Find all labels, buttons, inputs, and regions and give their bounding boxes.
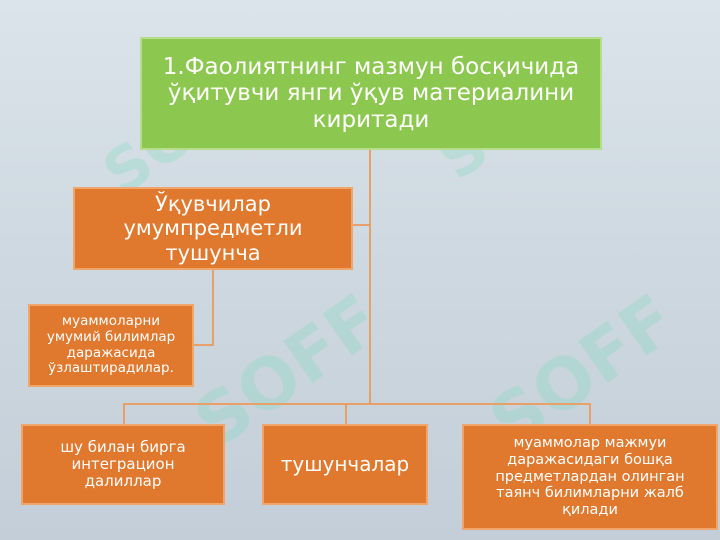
side-note-text: муаммоларни умумий билимлар даражасида ў… <box>46 313 176 377</box>
bottom-left-box: шу билан бирга интеграцион далиллар <box>21 424 225 505</box>
connector-concept-down <box>212 269 214 345</box>
connector-right-drop <box>589 403 591 424</box>
bottom-middle-text: тушунчалар <box>280 452 410 476</box>
connector-main-vertical <box>369 150 371 403</box>
connector-left-drop <box>123 403 125 424</box>
connector-middle-drop <box>345 403 347 424</box>
top-box-text: 1.Фаолиятнинг мазмун босқичида ўқитувчи … <box>162 53 580 133</box>
bottom-right-text: муаммолар мажмуи даражасидаги бошқа пред… <box>495 435 685 518</box>
bottom-middle-box: тушунчалар <box>262 424 428 505</box>
connector-bottom-horizontal <box>123 403 591 405</box>
connector-note-horizontal <box>193 344 214 346</box>
connector-to-concept <box>352 224 370 226</box>
bottom-right-box: муаммолар мажмуи даражасидаги бошқа пред… <box>462 424 718 530</box>
concept-box-text: Ўқувчилар умумпредметли тушунча <box>123 192 303 265</box>
bottom-left-text: шу билан бирга интеграцион далиллар <box>60 437 186 491</box>
side-note-box: муаммоларни умумий билимлар даражасида ў… <box>28 304 194 387</box>
top-box: 1.Фаолиятнинг мазмун босқичида ўқитувчи … <box>140 37 602 150</box>
concept-box: Ўқувчилар умумпредметли тушунча <box>73 187 353 270</box>
